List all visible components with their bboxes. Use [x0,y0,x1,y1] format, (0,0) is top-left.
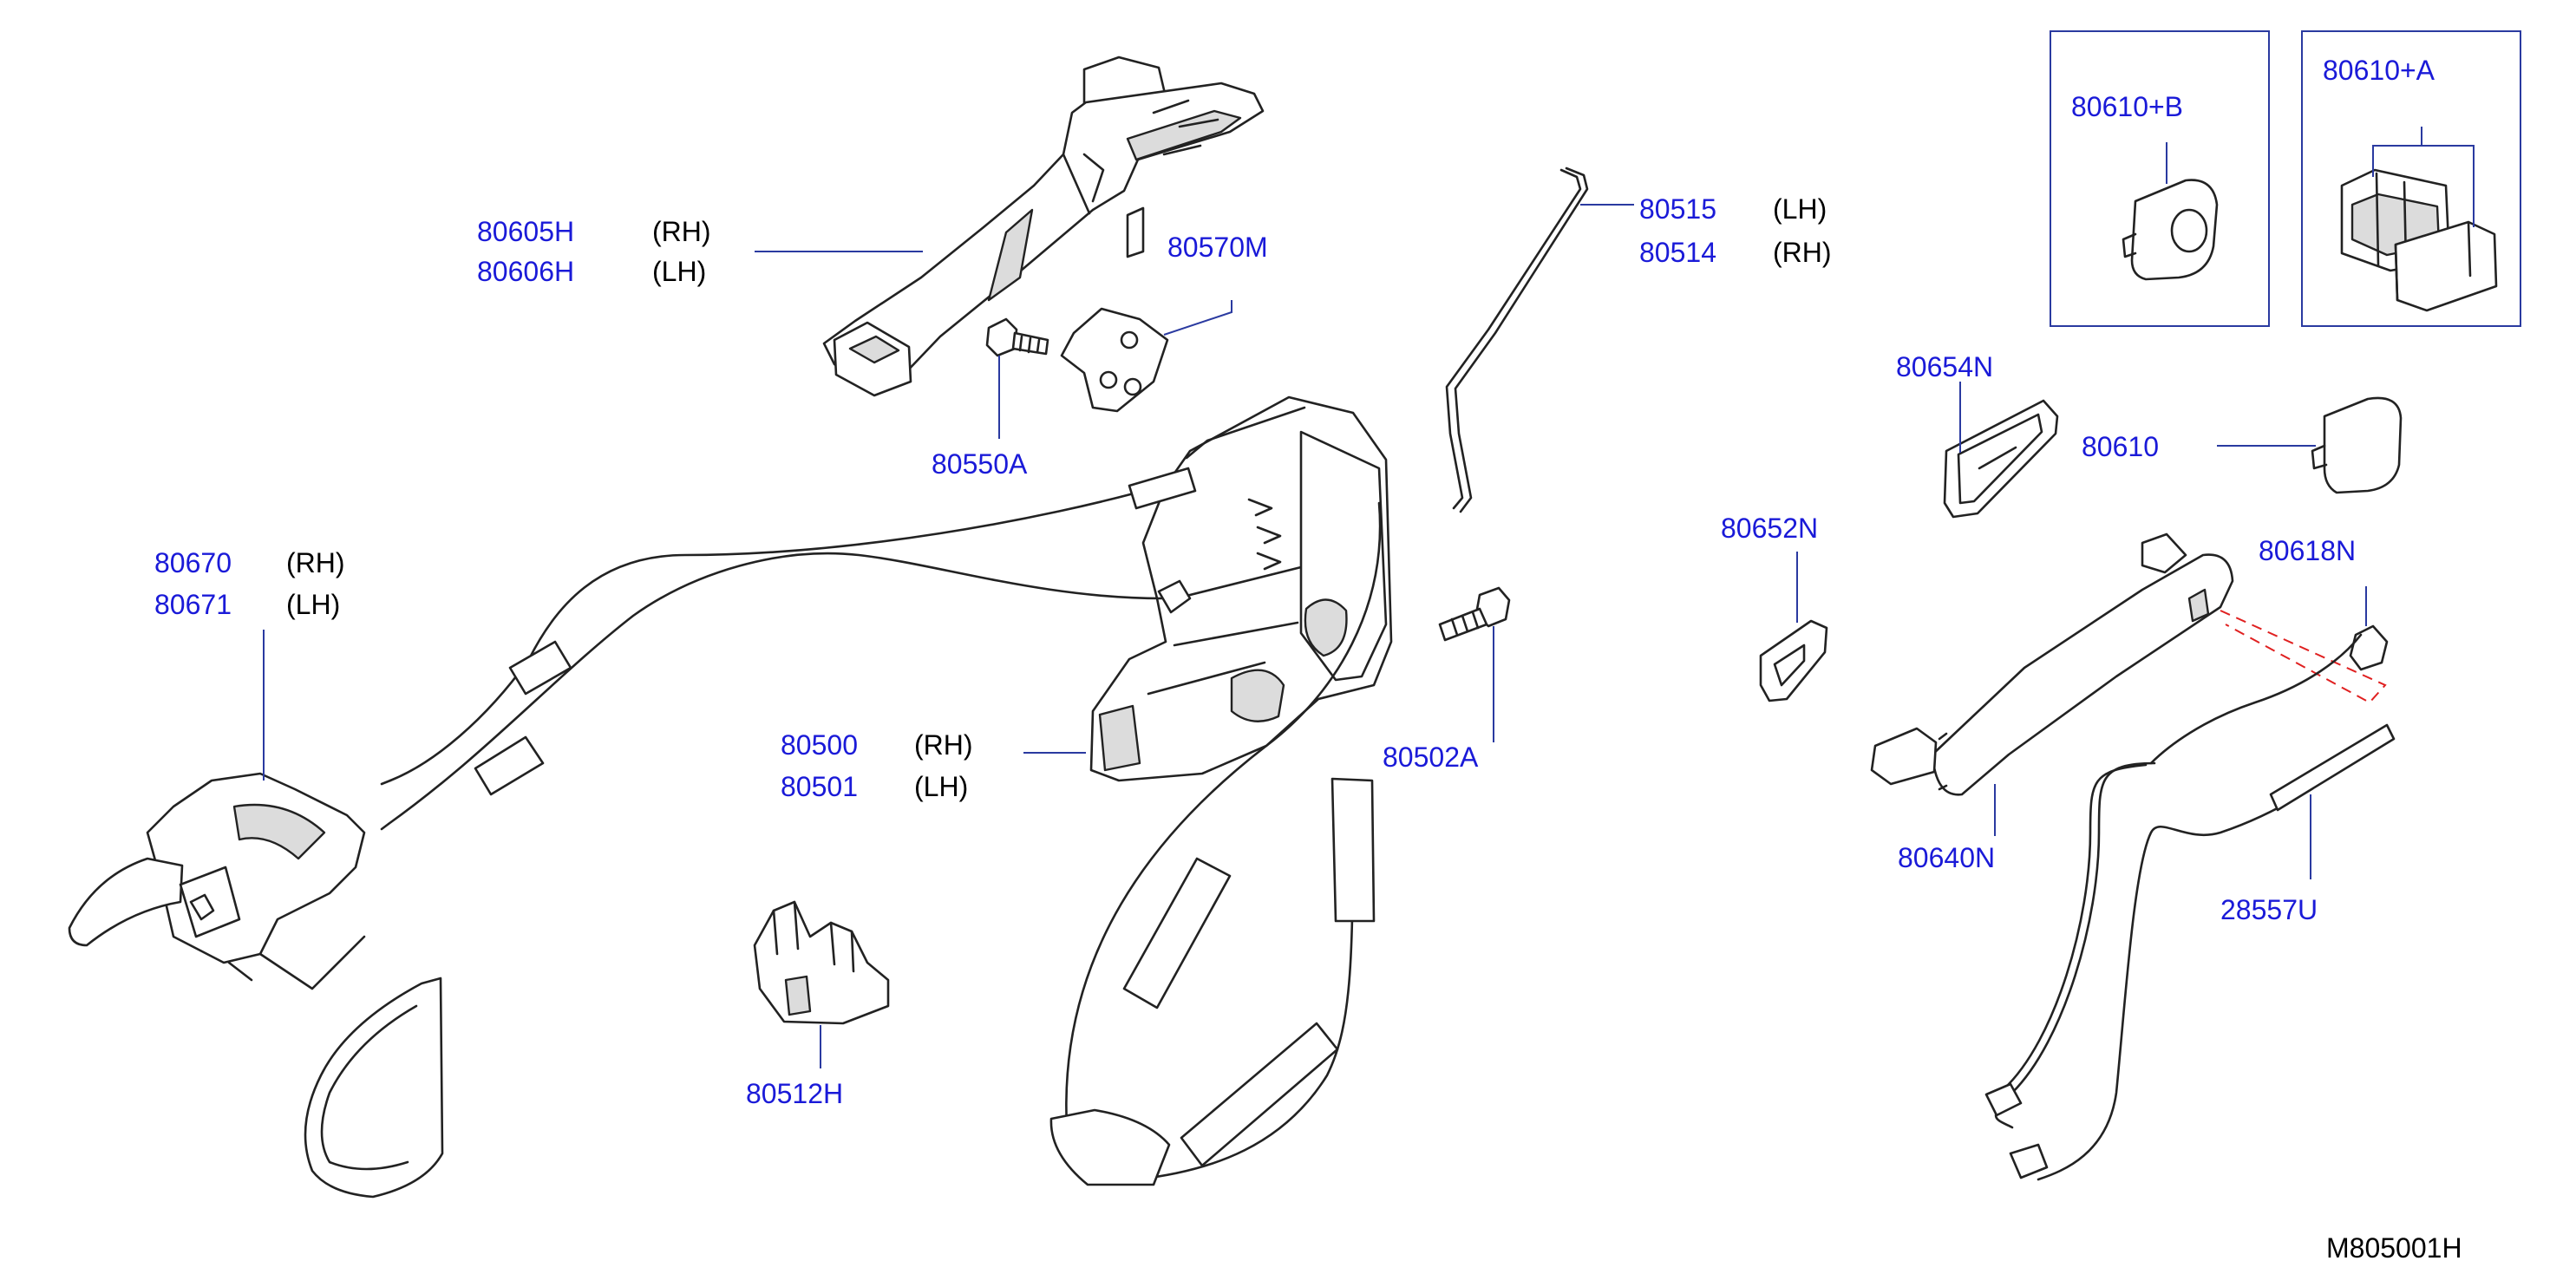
key-cylinder-assembly-a-drawing [2340,168,2498,312]
inset-box-80610-b [2050,30,2270,327]
label-80605H: 80605H [477,216,574,247]
label-80570M: 80570M [1167,232,1268,263]
cable-drawing [380,467,1197,831]
label-80671: 80671 [154,589,232,620]
label-80515-side: (LH) [1773,193,1827,225]
key-cylinder-cap-b-drawing [2122,179,2219,281]
outside-handle-80640N-drawing [1870,532,2234,796]
label-80610: 80610 [2082,431,2159,462]
inset-box-80610-a [2301,30,2521,327]
rod-80515-drawing-outline [1454,167,1589,513]
label-28557U: 28557U [2220,894,2318,925]
leader-80570M [1163,300,1232,336]
label-80501: 80501 [781,771,858,802]
label-80618N: 80618N [2259,535,2356,566]
label-80670-side: (RH) [286,547,345,578]
label-80640N: 80640N [1898,842,1995,873]
bolt-80550A-drawing [985,317,1049,357]
leader-80610-a-left [2372,127,2422,177]
label-80670: 80670 [154,547,232,578]
label-80605H-side: (RH) [652,216,711,247]
outside-handle-bracket-drawing [822,56,1265,397]
label-80652N: 80652N [1721,513,1818,544]
label-80500: 80500 [781,729,858,761]
label-80514: 80514 [1639,237,1716,268]
label-80671-side: (LH) [286,589,340,620]
label-80550A: 80550A [932,448,1028,480]
dashed-connector [2220,610,2387,704]
label-80514-side: (RH) [1773,237,1832,268]
leader-80610-a-right [2422,145,2475,227]
label-80502A: 80502A [1383,741,1479,773]
plate-80570M-drawing [1060,307,1169,413]
label-80610-a: 80610+A [2323,55,2435,86]
sensor-harness-drawing [1984,624,2396,1181]
label-80654N: 80654N [1896,351,1993,382]
cap-80610-drawing [2311,396,2403,494]
label-80515: 80515 [1639,193,1716,225]
diagram-code: M805001H [2326,1232,2462,1264]
inside-handle-drawing [68,772,366,990]
label-80500-side: (RH) [914,729,973,761]
gasket-80652N-drawing [1759,619,1828,702]
label-80610-b: 80610+B [2071,91,2183,122]
bolt-80502A-drawing [1438,586,1511,642]
seal-80654N-drawing [1943,399,2059,519]
rod-80515-drawing [1445,168,1582,510]
handle-escutcheon-drawing [304,977,444,1199]
clip-80512H-drawing [753,900,890,1025]
door-lock-actuator-drawing [1089,395,1393,782]
cable-loop-drawing [1049,501,1382,1186]
label-80512H: 80512H [746,1078,843,1109]
label-80501-side: (LH) [914,771,968,802]
label-80606H-side: (LH) [652,256,706,287]
label-80606H: 80606H [477,256,574,287]
